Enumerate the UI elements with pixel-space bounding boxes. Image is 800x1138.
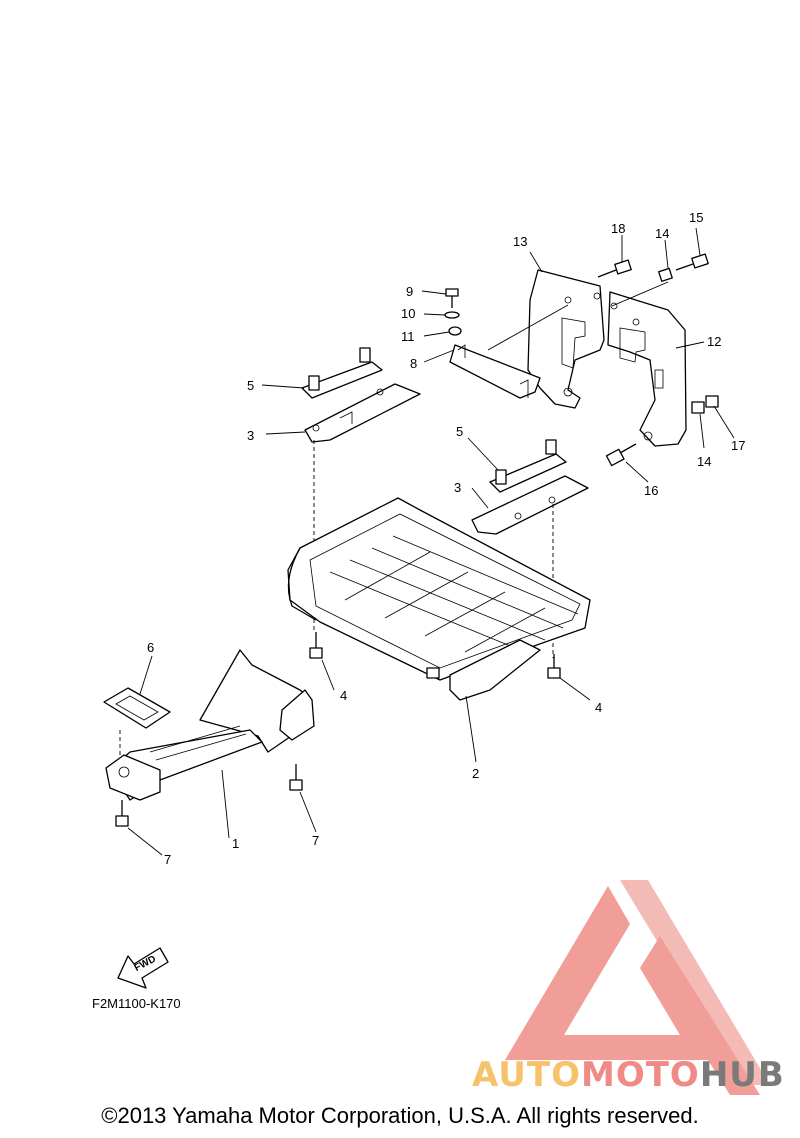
callout-9: 9: [406, 284, 413, 299]
callout-14-upper: 14: [655, 226, 669, 241]
part-15-bolt: [675, 253, 709, 271]
part-13-bracket: [527, 269, 605, 409]
callout-4-right: 4: [595, 700, 602, 715]
part-2-frame: [287, 497, 591, 701]
callout-10: 10: [401, 306, 415, 321]
part-9-bolt: [445, 288, 459, 308]
part-8-plate: [449, 344, 541, 399]
callout-17: 17: [731, 438, 745, 453]
part-14-nut-lower: [691, 401, 705, 414]
callout-4-left: 4: [340, 688, 347, 703]
callout-11: 11: [401, 329, 415, 344]
part-5-left-rail: [301, 347, 383, 399]
part-3-left-plate: [304, 383, 421, 443]
watermark-hub: HUB: [699, 1055, 785, 1095]
fwd-arrow-icon: FWD: [117, 947, 169, 989]
part-6-cap: [103, 687, 171, 729]
part-12-bracket: [607, 291, 687, 447]
copyright-notice: ©2013 Yamaha Motor Corporation, U.S.A. A…: [101, 1103, 699, 1128]
watermark-auto: AUTO: [472, 1055, 581, 1095]
part-4-bolt-right: [547, 654, 561, 679]
part-18-bolt: [597, 259, 632, 278]
part-16-bolt: [605, 443, 637, 467]
callout-7-left: 7: [164, 852, 171, 867]
callout-5-right: 5: [456, 424, 463, 439]
part-3-right-plate: [471, 475, 589, 535]
watermark-moto: MOTO: [580, 1055, 700, 1095]
callout-2: 2: [472, 766, 479, 781]
callout-6: 6: [147, 640, 154, 655]
callout-16: 16: [644, 483, 658, 498]
part-4-bolt-left: [309, 632, 323, 659]
callout-13: 13: [513, 234, 527, 249]
callout-5-left: 5: [247, 378, 254, 393]
part-5-right-rail: [489, 439, 567, 493]
watermark-logo: [505, 880, 770, 1095]
part-1-guide: [105, 649, 315, 801]
part-11-washer: [448, 326, 462, 336]
part-14-nut-upper: [658, 267, 673, 282]
callout-14-lower: 14: [697, 454, 711, 469]
part-10-washer: [444, 311, 460, 319]
callout-18: 18: [611, 221, 625, 236]
part-17-nut: [705, 395, 719, 408]
watermark-text: AUTOMOTOHUB: [472, 1055, 785, 1095]
callout-3-right: 3: [454, 480, 461, 495]
callout-7-right: 7: [312, 833, 319, 848]
callout-15: 15: [689, 210, 703, 225]
callout-12: 12: [707, 334, 721, 349]
callout-8: 8: [410, 356, 417, 371]
part-7-bolt-left: [115, 800, 129, 827]
callout-1: 1: [232, 836, 239, 851]
part-7-bolt-right: [289, 764, 303, 791]
callout-3-left: 3: [247, 428, 254, 443]
diagram-code: F2M1100-K170: [92, 996, 181, 1011]
